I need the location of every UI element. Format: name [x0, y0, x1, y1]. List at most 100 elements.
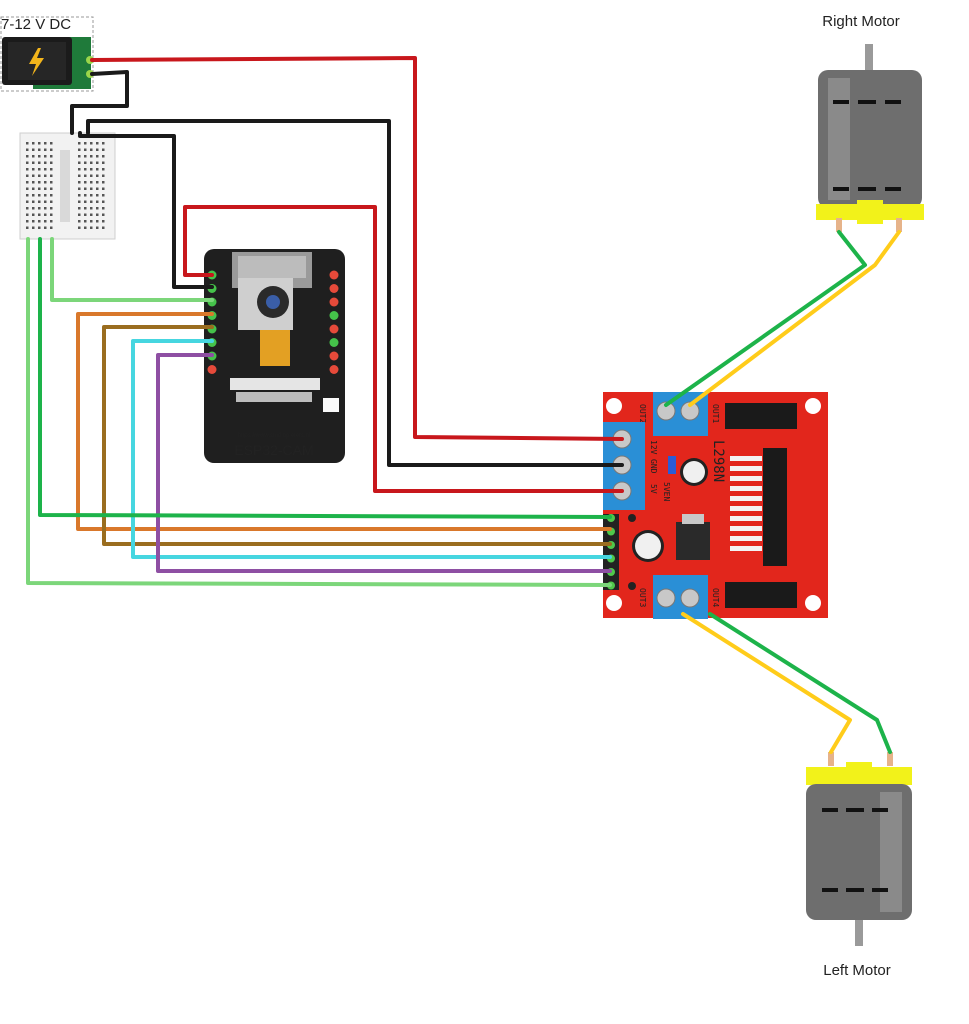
left-motor-label: Left Motor [823, 962, 891, 979]
breadboard-hole [38, 181, 41, 184]
breadboard-hole [38, 187, 41, 190]
breadboard-hole [50, 213, 53, 216]
heatsink-fin [730, 466, 762, 471]
breadboard-hole [38, 155, 41, 158]
wire-green-enb [26, 237, 612, 587]
breadboard-hole [78, 181, 81, 184]
breadboard-hole [90, 220, 93, 223]
breadboard-hole [44, 155, 47, 158]
breadboard-hole [102, 207, 105, 210]
breadboard-hole [96, 174, 99, 177]
breadboard-hole [26, 213, 29, 216]
breadboard-hole [90, 181, 93, 184]
breadboard-hole [78, 174, 81, 177]
breadboard-hole [102, 194, 105, 197]
breadboard-hole [26, 226, 29, 229]
breadboard-hole [50, 187, 53, 190]
breadboard-hole [38, 161, 41, 164]
wire-right-motor-yellow [688, 230, 901, 407]
wire-olive [102, 325, 612, 546]
out2-label: OUT2 [638, 404, 647, 423]
breadboard-hole [78, 168, 81, 171]
breadboard-hole [90, 200, 93, 203]
out3-label: OUT3 [638, 588, 647, 607]
breadboard-hole [90, 155, 93, 158]
breadboard-hole [32, 194, 35, 197]
breadboard-hole [90, 142, 93, 145]
breadboard-hole [102, 161, 105, 164]
esp-pin-right [329, 351, 339, 361]
breadboard-hole [96, 181, 99, 184]
wire-left-motor-yellow [681, 612, 852, 754]
breadboard-hole [96, 194, 99, 197]
wire-gnd-black [86, 119, 624, 467]
breadboard-hole [102, 148, 105, 151]
esp-pin-right [329, 297, 339, 307]
wire-green-ena [38, 237, 612, 519]
esp-pin-right [329, 270, 339, 280]
esp-pin-right [329, 324, 339, 334]
breadboard-hole [44, 142, 47, 145]
mini-breadboard [19, 132, 116, 240]
breadboard-hole [84, 220, 87, 223]
breadboard-hole [84, 187, 87, 190]
breadboard-hole [50, 142, 53, 145]
v5-label: 5V [649, 484, 658, 494]
l298n-driver-board: OUT2 OUT1 12V GND 5V 5VEN L298N [603, 392, 828, 619]
breadboard-hole [102, 155, 105, 158]
esp-pin-right [329, 311, 339, 320]
esp-pin-right [329, 365, 339, 374]
breadboard-hole [102, 142, 105, 145]
breadboard-hole [84, 213, 87, 216]
chip-label: L298N [710, 440, 726, 482]
breadboard-hole [38, 194, 41, 197]
breadboard-hole [90, 174, 93, 177]
breadboard-hole [44, 220, 47, 223]
breadboard-hole [78, 142, 81, 145]
breadboard-hole [26, 181, 29, 184]
breadboard-hole [102, 168, 105, 171]
out1-label: OUT1 [711, 404, 720, 423]
heatsink-fin [730, 546, 762, 551]
breadboard-hole [96, 155, 99, 158]
breadboard-hole [32, 207, 35, 210]
breadboard-hole [32, 181, 35, 184]
breadboard-hole [26, 148, 29, 151]
wire-power-black [70, 70, 129, 135]
breadboard-hole [78, 207, 81, 210]
breadboard-hole [84, 200, 87, 203]
breadboard-hole [96, 148, 99, 151]
out4-label: OUT4 [711, 588, 720, 607]
breadboard-hole [96, 161, 99, 164]
breadboard-hole [26, 194, 29, 197]
heatsink-fin [730, 536, 762, 541]
breadboard-hole [78, 194, 81, 197]
esp32-cam-board: https://www.studiopieters.nl ESP32-CAM [204, 249, 345, 463]
breadboard-hole [50, 220, 53, 223]
breadboard-hole [90, 168, 93, 171]
wire-left-motor-green [708, 612, 892, 754]
breadboard-hole [32, 220, 35, 223]
lightning-icon [29, 48, 44, 76]
breadboard-hole [26, 155, 29, 158]
breadboard-hole [32, 200, 35, 203]
esp-pin-right [329, 338, 339, 347]
breadboard-hole [44, 168, 47, 171]
heatsink-fin [730, 476, 762, 481]
breadboard-hole [50, 174, 53, 177]
breadboard-hole [96, 213, 99, 216]
breadboard-hole [44, 187, 47, 190]
breadboard-hole [84, 148, 87, 151]
heatsink-fin [730, 506, 762, 511]
breadboard-hole [38, 220, 41, 223]
breadboard-hole [102, 181, 105, 184]
breadboard-hole [44, 148, 47, 151]
breadboard-hole [44, 200, 47, 203]
breadboard-hole [32, 213, 35, 216]
wire-power-red [90, 56, 624, 441]
breadboard-hole [32, 142, 35, 145]
breadboard-hole [84, 226, 87, 229]
wire-purple [156, 353, 612, 573]
breadboard-hole [50, 148, 53, 151]
